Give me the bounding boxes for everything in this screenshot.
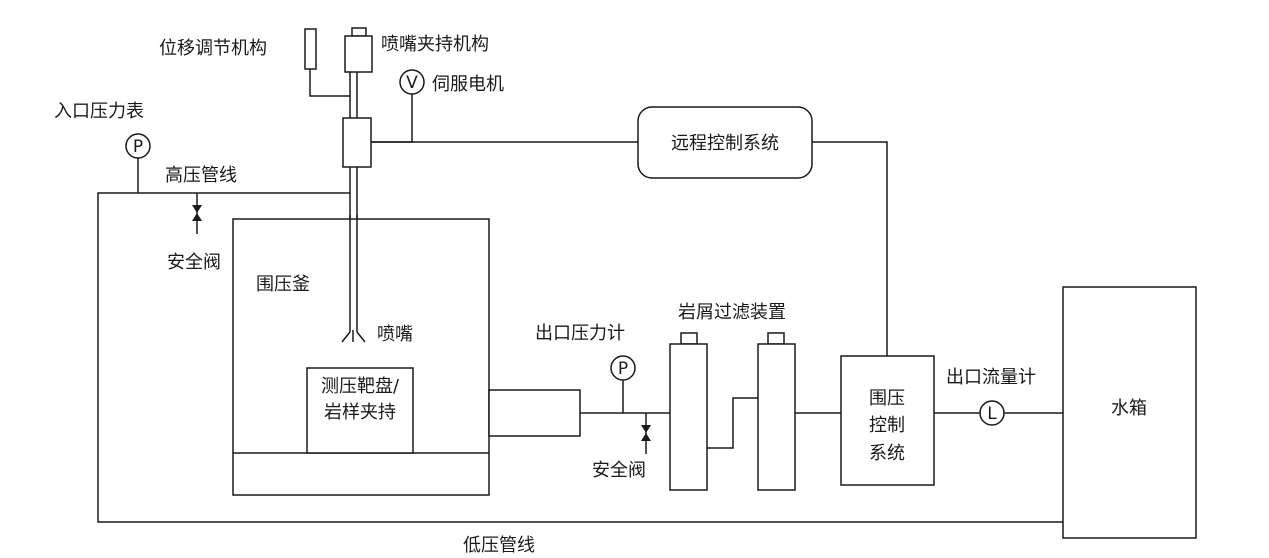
low-pressure-line-label: 低压管线 — [463, 535, 535, 556]
confining-vessel-label: 围压釜 — [256, 274, 310, 295]
nozzle-holder-label: 喷嘴夹持机构 — [381, 34, 489, 55]
safety-valve-bottom-icon — [641, 413, 651, 454]
high-pressure-line-label: 高压管线 — [165, 165, 237, 186]
outlet-pipe — [488, 389, 581, 437]
target-label-line1: 测压靶盘/ — [321, 376, 400, 397]
debris-filter-label: 岩屑过滤装置 — [678, 302, 786, 323]
safety-valve-bottom-label: 安全阀 — [592, 460, 646, 481]
outlet-pressure-gauge-label: 出口压力计 — [535, 323, 625, 344]
outlet-pressure-gauge-icon — [610, 355, 636, 381]
filter-cap-2 — [767, 332, 785, 345]
displacement-mechanism-label: 位移调节机构 — [159, 38, 267, 59]
confining-control-label-line1: 围压 — [869, 388, 905, 409]
nozzle-holder-mechanism — [344, 35, 373, 73]
target-disc-sample-holder — [306, 367, 414, 454]
outlet-gauge-symbol: P — [618, 359, 628, 379]
nozzle-icon — [341, 330, 366, 343]
confining-control-system — [840, 355, 935, 486]
filter-connector — [707, 397, 758, 449]
displacement-mechanism — [304, 28, 317, 70]
servo-motor-symbol: V — [406, 73, 418, 93]
remote-control-system-label: 远程控制系统 — [671, 133, 779, 154]
inlet-pressure-gauge-icon — [125, 133, 151, 159]
water-tank-label: 水箱 — [1111, 398, 1147, 419]
control-line-right — [812, 141, 888, 356]
target-label-line2: 岩样夹持 — [324, 402, 396, 423]
inlet-pressure-gauge-label: 入口压力表 — [54, 101, 144, 122]
high-pressure-line — [97, 192, 1063, 523]
safety-valve-top-label: 安全阀 — [167, 252, 221, 273]
coupling-block — [342, 117, 372, 168]
filter-cap-1 — [680, 332, 698, 345]
motor-lead — [371, 94, 413, 143]
flowmeter-symbol: L — [987, 404, 997, 424]
servo-motor-label: 伺服电机 — [432, 74, 504, 95]
confining-control-label-line2: 控制 — [869, 415, 905, 436]
displacement-link — [309, 69, 350, 97]
nozzle-label: 喷嘴 — [377, 324, 413, 345]
safety-valve-top-icon — [192, 193, 202, 234]
inlet-gauge-symbol: P — [133, 137, 143, 157]
water-tank — [1062, 286, 1197, 539]
confining-control-label-line3: 系统 — [869, 443, 905, 464]
outlet-flowmeter-label: 出口流量计 — [946, 367, 1036, 388]
nozzle-holder-cap — [351, 27, 367, 37]
debris-filter-column-2 — [757, 343, 796, 491]
debris-filter-column-1 — [669, 343, 708, 491]
